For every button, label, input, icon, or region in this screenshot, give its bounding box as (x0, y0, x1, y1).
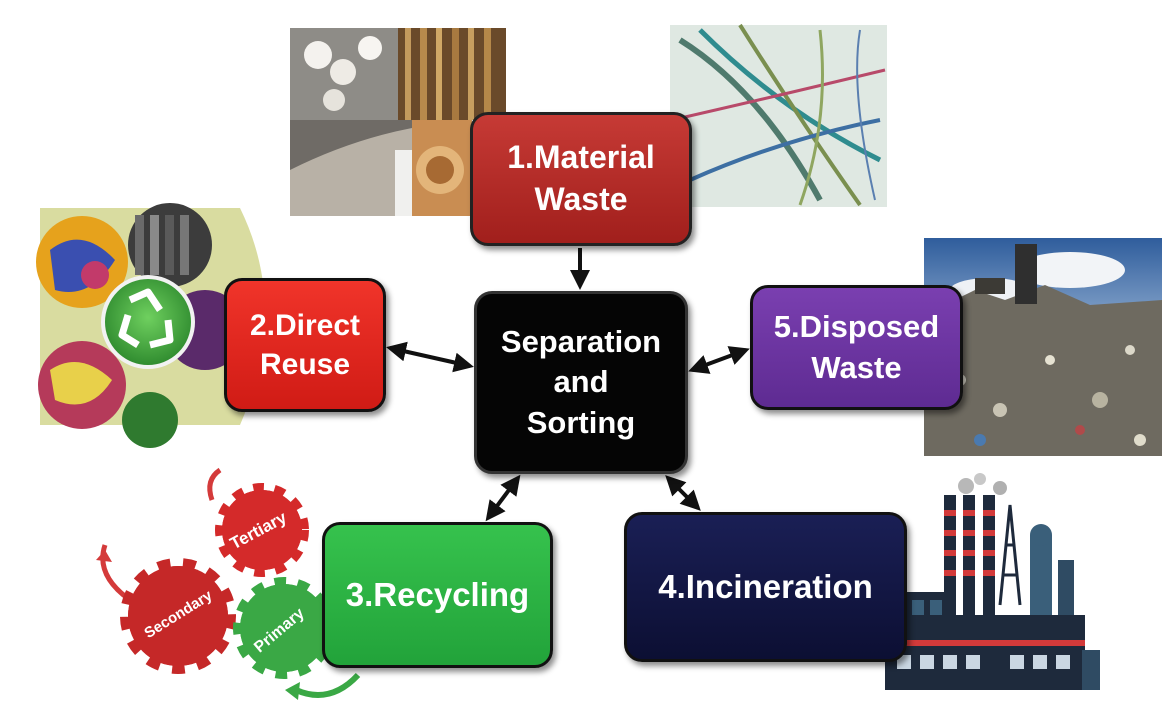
arrow-center-disposed (688, 346, 750, 374)
factory-illustration (885, 473, 1100, 690)
node-direct-reuse: 2.Direct Reuse (224, 278, 386, 412)
material-photo-collage (290, 28, 506, 216)
node-disposed-line2: Waste (811, 349, 902, 385)
arrow-center-recycling (485, 474, 521, 522)
node-reuse-line1: 2.Direct (249, 309, 361, 342)
clothing-reuse-photo (36, 203, 265, 448)
node-center-line1: Separation (500, 324, 662, 360)
node-reuse-line2: Reuse (259, 348, 351, 381)
node-incineration: 4.Incineration (624, 512, 907, 662)
node-center-line2: and (553, 364, 609, 400)
connector-arrows (386, 248, 750, 522)
node-disposed-line1: 5.Disposed (773, 309, 940, 345)
landfill-photo (924, 238, 1162, 456)
node-incineration-label: 4.Incineration (658, 567, 873, 605)
node-separation-sorting: Separation and Sorting (474, 291, 688, 474)
arrow-center-reuse (386, 341, 474, 373)
node-material-line1: 1.Material (507, 139, 655, 176)
node-material-line2: Waste (534, 181, 628, 217)
node-recycling: 3.Recycling (322, 522, 553, 668)
node-center-line3: Sorting (526, 404, 636, 440)
arrow-center-incineration (665, 475, 701, 511)
node-recycling-label: 3.Recycling (345, 575, 530, 613)
fiber-microscope-photo (670, 23, 887, 207)
node-material-waste: 1.Material Waste (470, 112, 692, 246)
recycling-gears (96, 467, 361, 700)
node-disposed-waste: 5.Disposed Waste (750, 285, 963, 410)
